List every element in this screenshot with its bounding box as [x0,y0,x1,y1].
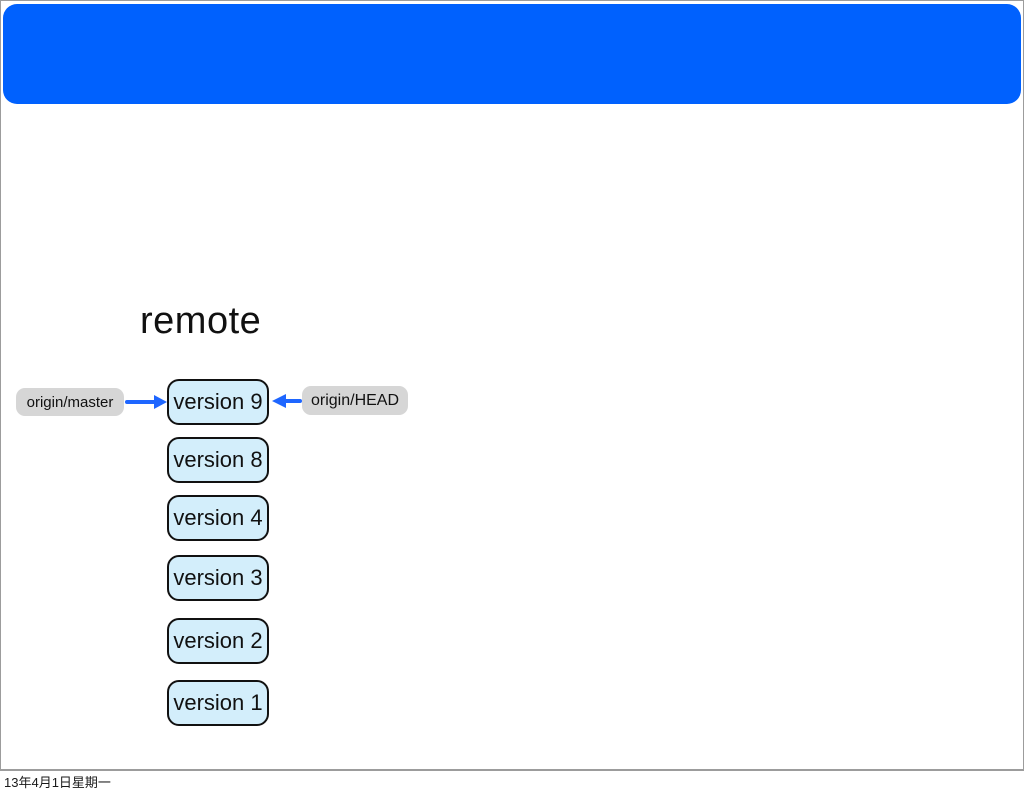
arrow-right-icon [125,395,167,409]
commit-box-version-2: version 2 [167,618,269,664]
slide-title: remote [140,300,262,342]
ref-label-origin-head: origin/HEAD [302,386,408,415]
ref-label-origin-master: origin/master [16,388,124,416]
arrows-layer [125,394,302,409]
slide-date-footer: 13年4月1日星期一 [4,775,111,790]
commit-box-version-8: version 8 [167,437,269,483]
commit-box-version-4: version 4 [167,495,269,541]
slide: remote origin/master origin/HEAD version… [0,0,1024,771]
arrow-left-icon [272,394,302,408]
commit-box-version-1: version 1 [167,680,269,726]
commit-box-version-9: version 9 [167,379,269,425]
header-bar [3,4,1021,104]
commit-box-version-3: version 3 [167,555,269,601]
